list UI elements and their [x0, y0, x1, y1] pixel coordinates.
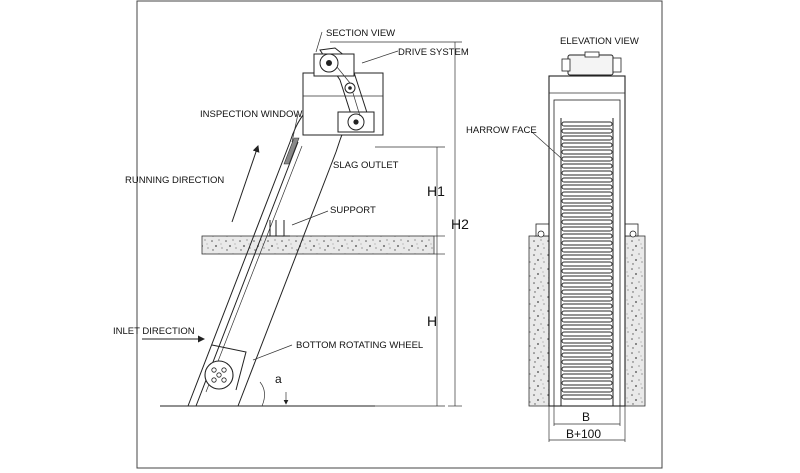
harrow-slat	[561, 226, 613, 232]
harrow-slat	[561, 275, 613, 281]
dim-angle: a	[275, 372, 282, 386]
harrow-slat	[561, 373, 613, 379]
harrow-slat	[561, 233, 613, 239]
harrow-slat	[561, 177, 613, 183]
label-elevation-view: ELEVATION VIEW	[560, 36, 639, 47]
harrow-slat	[561, 317, 613, 323]
label-harrow-face: HARROW FACE	[466, 125, 537, 136]
label-slag-outlet: SLAG OUTLET	[333, 160, 399, 171]
harrow-slat	[561, 156, 613, 162]
label-bottom-rotating-wheel: BOTTOM ROTATING WHEEL	[296, 340, 423, 351]
elevation-view	[528, 51, 646, 442]
label-running-direction: RUNNING DIRECTION	[125, 175, 224, 186]
harrow-slat	[561, 324, 613, 330]
harrow-slat	[561, 191, 613, 197]
label-drive-system: DRIVE SYSTEM	[398, 47, 469, 58]
harrow-slat	[561, 352, 613, 358]
harrow-slat	[561, 121, 613, 127]
harrow-slat	[561, 184, 613, 190]
harrow-slat	[561, 296, 613, 302]
dim-h: H	[427, 313, 437, 329]
harrow-slat	[561, 261, 613, 267]
harrow-slat	[561, 247, 613, 253]
harrow-slat	[561, 289, 613, 295]
right-channel-wall	[624, 235, 646, 407]
harrow-slat	[561, 254, 613, 260]
left-channel-wall	[528, 235, 550, 407]
dim-b100: B+100	[566, 427, 601, 441]
harrow-slat	[561, 268, 613, 274]
drawing-frame	[136, 0, 663, 469]
harrow-slat	[561, 394, 613, 400]
harrow-slat	[561, 142, 613, 148]
dim-h1: H1	[427, 183, 445, 199]
harrow-slat	[561, 198, 613, 204]
dim-b: B	[582, 410, 590, 424]
harrow-slat	[561, 135, 613, 141]
harrow-slat	[561, 128, 613, 134]
harrow-slat	[561, 345, 613, 351]
motor	[567, 54, 614, 76]
label-support: SUPPORT	[330, 205, 376, 216]
concrete-platform	[201, 235, 435, 255]
label-inspection-window: INSPECTION WINDOW	[200, 109, 302, 120]
inspection-window	[283, 137, 300, 165]
harrow-slat	[561, 240, 613, 246]
harrow-slats	[561, 121, 613, 400]
harrow-slat	[561, 282, 613, 288]
label-inlet-direction: INLET DIRECTION	[113, 326, 195, 337]
harrow-slat	[561, 310, 613, 316]
harrow-slat	[561, 205, 613, 211]
harrow-slat	[561, 338, 613, 344]
harrow-slat	[561, 163, 613, 169]
harrow-slat	[561, 387, 613, 393]
harrow-slat	[561, 303, 613, 309]
harrow-slat	[561, 212, 613, 218]
harrow-slat	[561, 219, 613, 225]
section-view	[142, 31, 462, 407]
harrow-slat	[561, 366, 613, 372]
harrow-slat	[561, 149, 613, 155]
harrow-slat	[561, 380, 613, 386]
label-section-view: SECTION VIEW	[326, 28, 395, 39]
harrow-slat	[561, 331, 613, 337]
harrow-slat	[561, 359, 613, 365]
harrow-slat	[561, 170, 613, 176]
dim-h2: H2	[451, 216, 469, 232]
